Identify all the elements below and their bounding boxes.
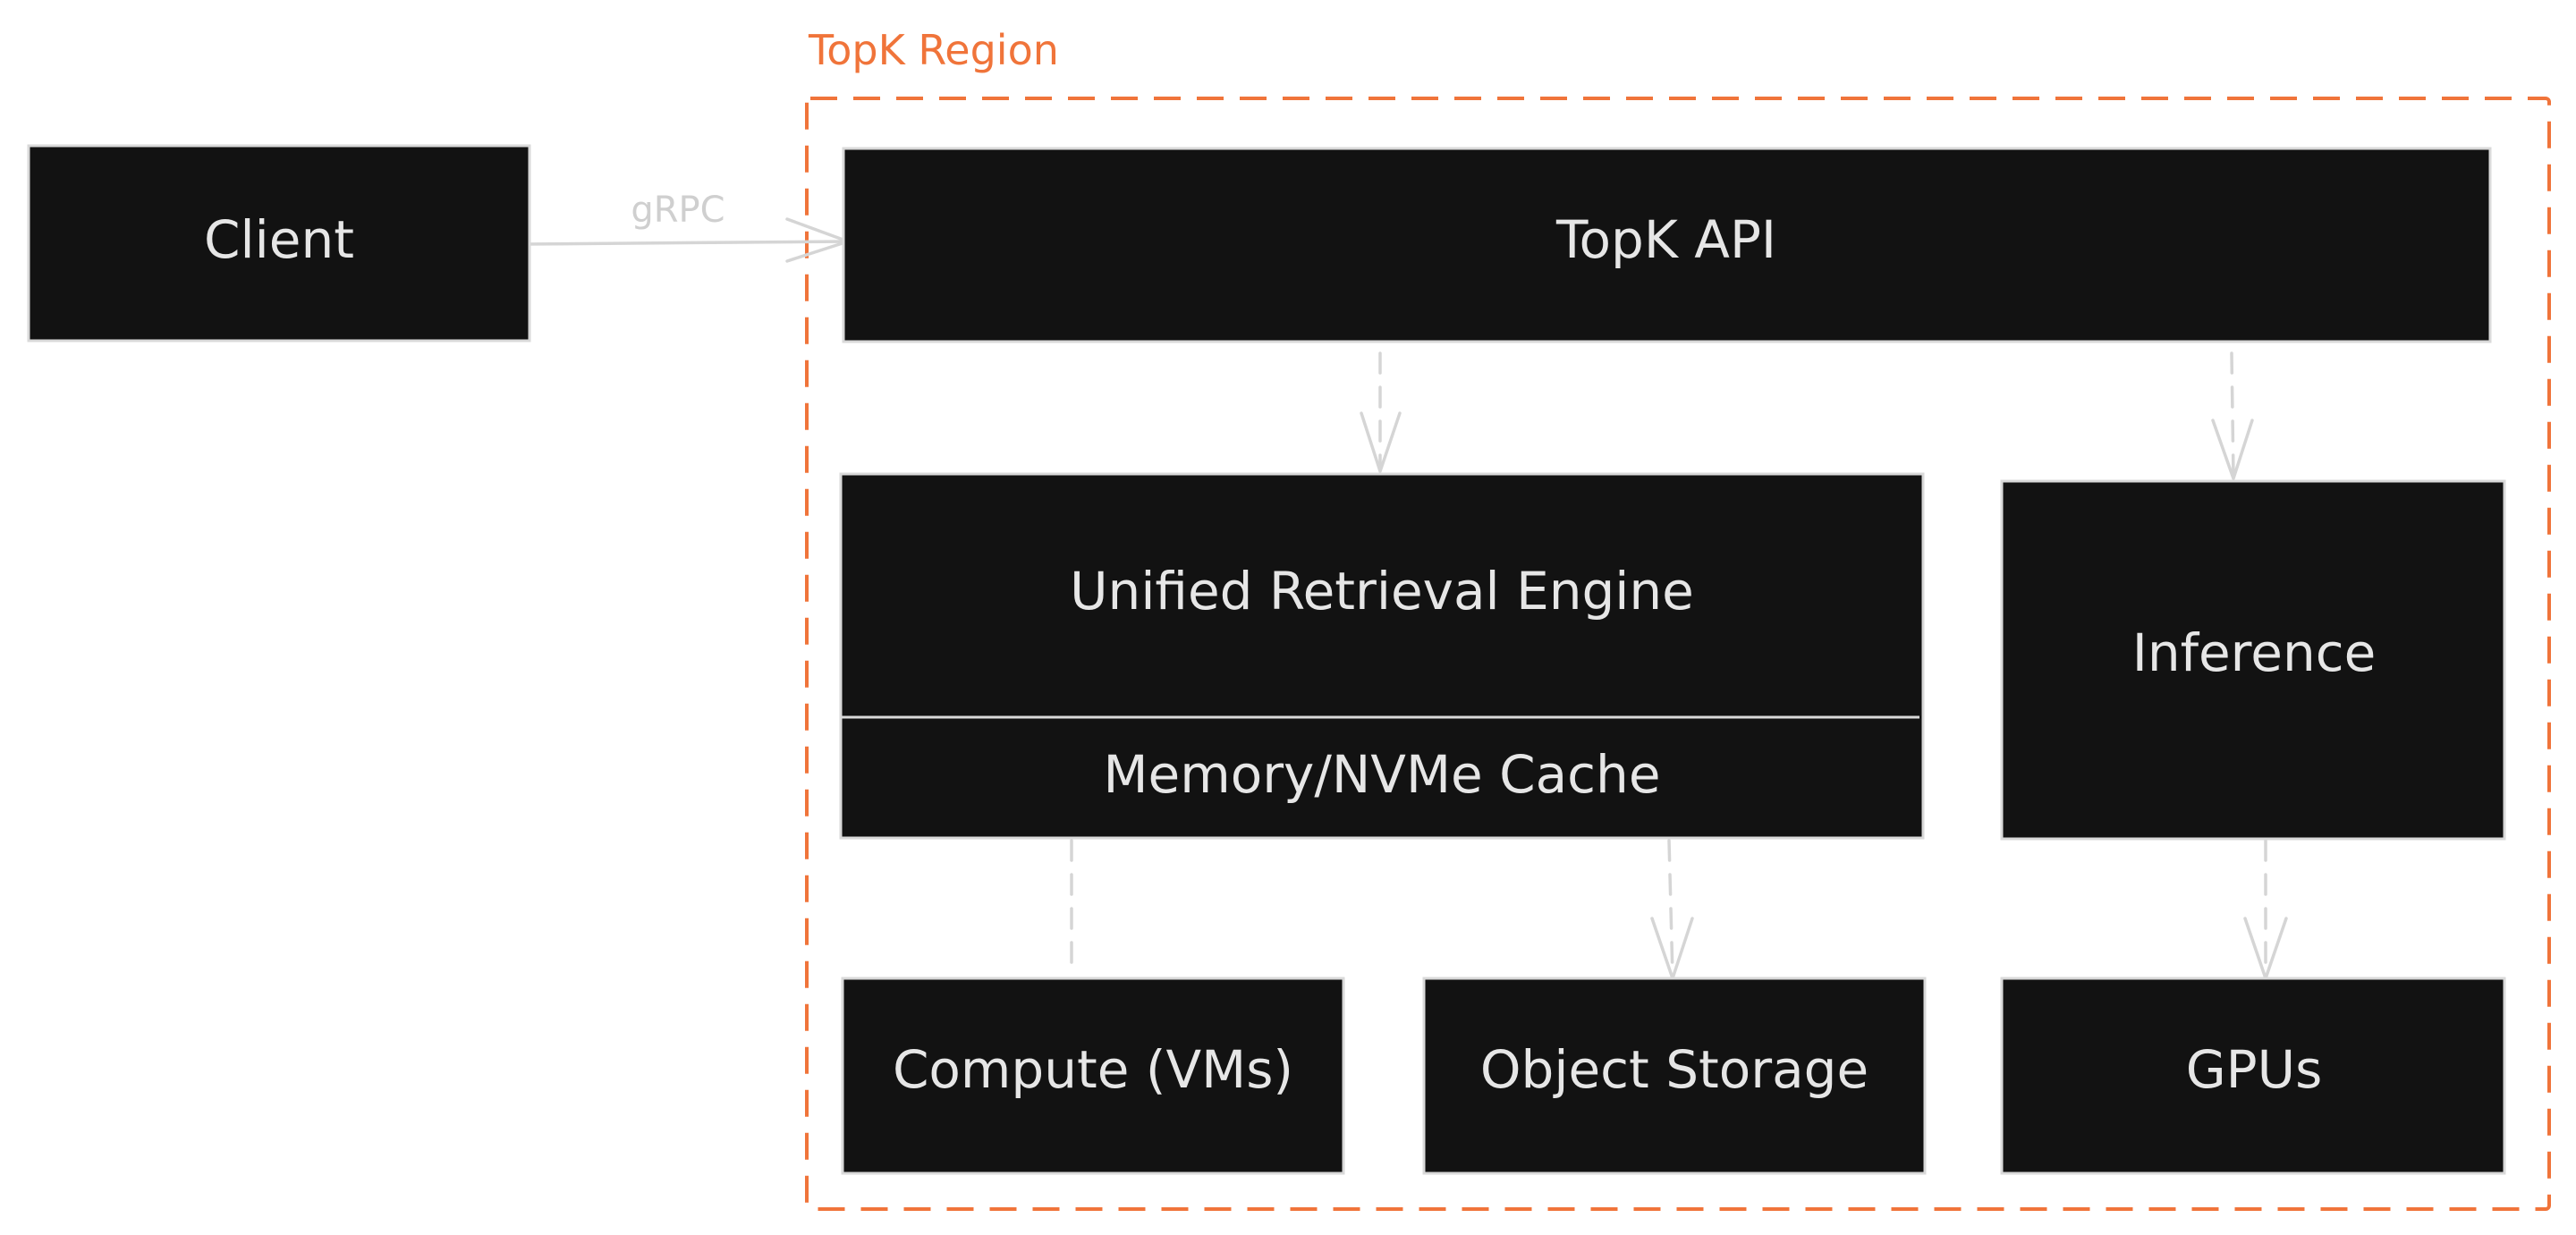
region-boundary — [805, 97, 2551, 1211]
node-compute: Compute (VMs) — [841, 977, 1345, 1175]
node-topk-api-box — [842, 147, 2492, 343]
edge-cache-to-storage — [1650, 839, 1694, 980]
node-object-storage: Object Storage — [1422, 977, 1927, 1175]
edge-line — [2230, 351, 2235, 478]
node-topk-api-label: TopK API — [1555, 209, 1776, 270]
node-client-label: Client — [204, 209, 354, 270]
topk-region: TopK Region — [805, 26, 2551, 1211]
edge-line — [1667, 839, 1674, 978]
node-cache-label: Memory/NVMe Cache — [1103, 744, 1660, 805]
node-retrieval-engine: Unified Retrieval Engine Memory/NVMe Cac… — [839, 472, 1925, 840]
node-inference-label: Inference — [2132, 622, 2377, 683]
node-compute-box — [841, 977, 1345, 1175]
region-label: TopK Region — [808, 26, 1059, 74]
edge-inference-to-gpus — [2243, 839, 2288, 980]
edge-api-to-inference — [2211, 351, 2254, 480]
node-retrieval-engine-box — [839, 472, 1925, 840]
node-object-storage-box — [1422, 977, 1927, 1175]
arrowhead — [2211, 419, 2254, 480]
nodes: Client TopK API Unified Retrieval Engine… — [27, 144, 2506, 1175]
edge-line — [521, 240, 850, 246]
arrowhead — [1360, 411, 1402, 473]
node-compute-label: Compute (VMs) — [893, 1039, 1293, 1100]
node-client: Client — [27, 144, 531, 343]
node-inference-box — [2000, 479, 2506, 841]
edge-api-to-engine — [1360, 351, 1402, 473]
node-client-box — [27, 144, 531, 343]
edge-client-to-api: gRPC — [521, 190, 850, 263]
node-inference: Inference — [2000, 479, 2506, 841]
node-gpus: GPUs — [2000, 977, 2506, 1175]
node-object-storage-label: Object Storage — [1480, 1039, 1868, 1100]
node-gpus-label: GPUs — [2186, 1039, 2323, 1100]
node-gpus-box — [2000, 977, 2506, 1175]
node-retrieval-engine-label: Unified Retrieval Engine — [1070, 561, 1694, 622]
edge-label-grpc: gRPC — [631, 190, 724, 231]
node-topk-api: TopK API — [842, 147, 2492, 343]
